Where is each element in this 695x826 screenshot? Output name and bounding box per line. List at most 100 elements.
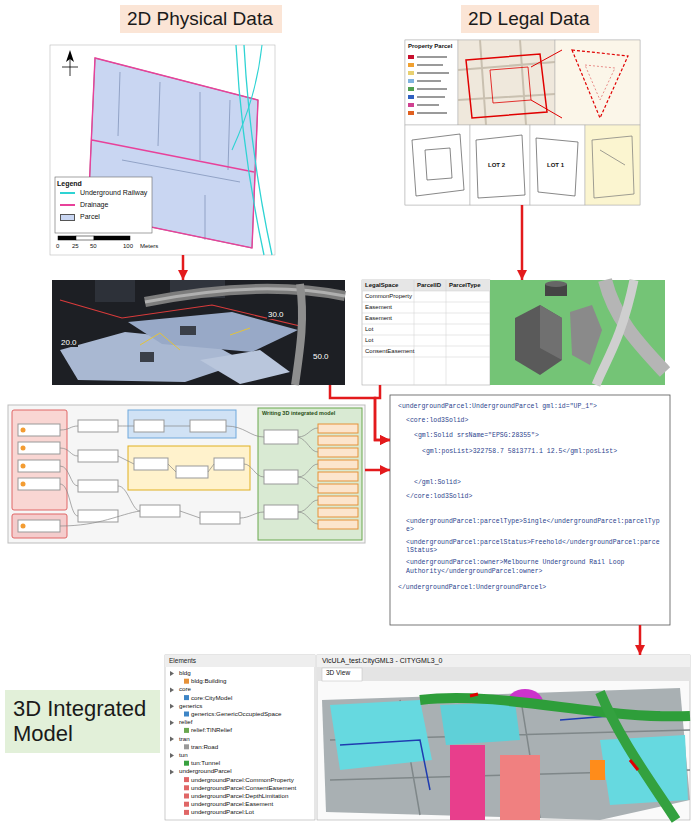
workflow-boxes	[264, 505, 298, 519]
viewer-screenshot	[317, 655, 690, 667]
code-sheet	[390, 395, 670, 625]
legal-legend-rows	[408, 63, 414, 67]
annotation-label: Lot	[365, 326, 373, 333]
code-sheet	[390, 395, 670, 625]
legal-legend-rows	[417, 104, 439, 106]
physical-map	[55, 177, 152, 233]
code-line: <gml:posList>322758.7 5813771.1 12.5</gm…	[422, 448, 662, 456]
viewer-screenshot	[165, 655, 315, 820]
legal-data-panel: Property Parcel	[405, 40, 640, 205]
panel-text: relief:TINRelief	[191, 726, 232, 733]
workflow-boxes	[258, 408, 362, 540]
legal-3d-model	[540, 305, 562, 360]
panel-text: ParcelType	[449, 282, 481, 289]
workflow-boxes	[18, 408, 362, 540]
legal-legend-rows	[408, 87, 414, 91]
legend-text: Drainage	[80, 201, 108, 209]
viewer-screenshot	[600, 692, 676, 820]
annotation-label: Easement	[365, 315, 392, 322]
workflow-boxes	[318, 484, 358, 493]
workflow-boxes	[264, 430, 298, 444]
physical-3d-model	[145, 289, 345, 302]
legal-map	[476, 135, 525, 198]
viewer-screenshot	[470, 694, 638, 770]
workflow-boxes	[318, 508, 358, 517]
workflow-boxes	[18, 442, 60, 454]
tree-icons	[184, 728, 189, 733]
flow-arrow	[521, 205, 524, 280]
legal-map	[572, 50, 628, 118]
workflow-boxes	[18, 520, 60, 532]
legal-legend-rows	[417, 88, 447, 90]
tree-icons	[170, 671, 174, 676]
workflow-boxes	[78, 420, 118, 432]
physical-3d-model	[180, 326, 196, 335]
workflow-boxes	[134, 458, 168, 470]
workflow-boxes	[190, 420, 226, 432]
legal-legend-rows	[417, 112, 447, 114]
flow-arrow	[330, 385, 390, 440]
legal-legend-rows	[408, 111, 414, 115]
legal-legend-rows	[408, 55, 449, 115]
legend-line-sample	[60, 204, 75, 206]
legal-legend-rows	[417, 64, 443, 66]
legal-map	[412, 134, 464, 196]
code-line: <undergroundParcel:owner>Melbourne Under…	[406, 559, 662, 576]
panel-text: undergroundParcel:DepthLimitation	[191, 792, 288, 799]
workflow-boxes	[21, 464, 26, 469]
panel-text: tran	[179, 735, 190, 742]
legal-map	[405, 40, 640, 205]
physical-map	[58, 236, 76, 240]
physical-3d-model	[200, 350, 290, 384]
code-line: </gml:Solid>	[414, 479, 662, 487]
heading-text: 3D Integrated Model	[13, 696, 152, 747]
legal-map	[458, 40, 555, 125]
code-line: <undergroundParcel:parcelStatus>Freehold…	[406, 539, 662, 556]
legend-text: Parcel	[80, 213, 100, 221]
section-heading: 2D Legal Data	[461, 5, 599, 33]
legal-map	[530, 125, 585, 205]
physical-3d-model	[295, 284, 302, 385]
flow-arrow	[365, 469, 390, 472]
fme-workflow-panel: Writing 3D integrated model	[8, 405, 365, 543]
legal-map	[555, 40, 640, 125]
legal-legend-rows	[417, 72, 449, 74]
viewer-screenshot	[440, 702, 520, 745]
panel-text: bldg:Building	[191, 677, 226, 684]
panel-text: Property Parcel	[408, 43, 452, 50]
legal-legend-rows	[408, 79, 414, 83]
tree-icons	[184, 810, 189, 815]
legal-map	[536, 138, 578, 196]
workflow-boxes	[318, 460, 358, 469]
legend-row: Parcel	[60, 213, 100, 221]
panel-text: Writing 3D integrated model	[262, 410, 335, 416]
physical-map	[236, 45, 264, 255]
workflow-boxes	[176, 466, 208, 478]
workflow-boxes	[318, 448, 358, 457]
workflow-boxes	[318, 472, 358, 481]
tree-icons	[170, 769, 174, 774]
legal-map	[531, 100, 562, 118]
tree-icons	[170, 671, 189, 815]
legal-3d-model	[362, 280, 665, 385]
heading-text: 2D Physical Data	[127, 8, 273, 30]
section-heading: 2D Physical Data	[120, 5, 282, 33]
legal-map	[490, 67, 531, 103]
workflow-boxes	[318, 424, 358, 433]
legal-legend-rows	[408, 103, 414, 107]
tree-icons	[184, 712, 189, 717]
legal-3d-model	[570, 305, 602, 365]
tree-icons	[170, 704, 174, 709]
workflow-boxes	[78, 450, 118, 462]
viewer-screenshot	[330, 700, 432, 770]
workflow-boxes	[214, 458, 244, 470]
legal-legend-rows	[408, 55, 414, 59]
legal-legend-rows	[417, 56, 447, 58]
legend-swatch	[60, 214, 75, 221]
panel-text: undergroundParcel:ConsentEasement	[191, 784, 296, 791]
code-line: <undergroundParcel:parcelType>Single</un…	[406, 518, 662, 535]
panel-text: ParcelID	[417, 282, 441, 289]
panel-text: 20.0	[60, 338, 78, 347]
annotation-label: 25	[72, 243, 79, 250]
physical-3d-model	[145, 289, 345, 302]
